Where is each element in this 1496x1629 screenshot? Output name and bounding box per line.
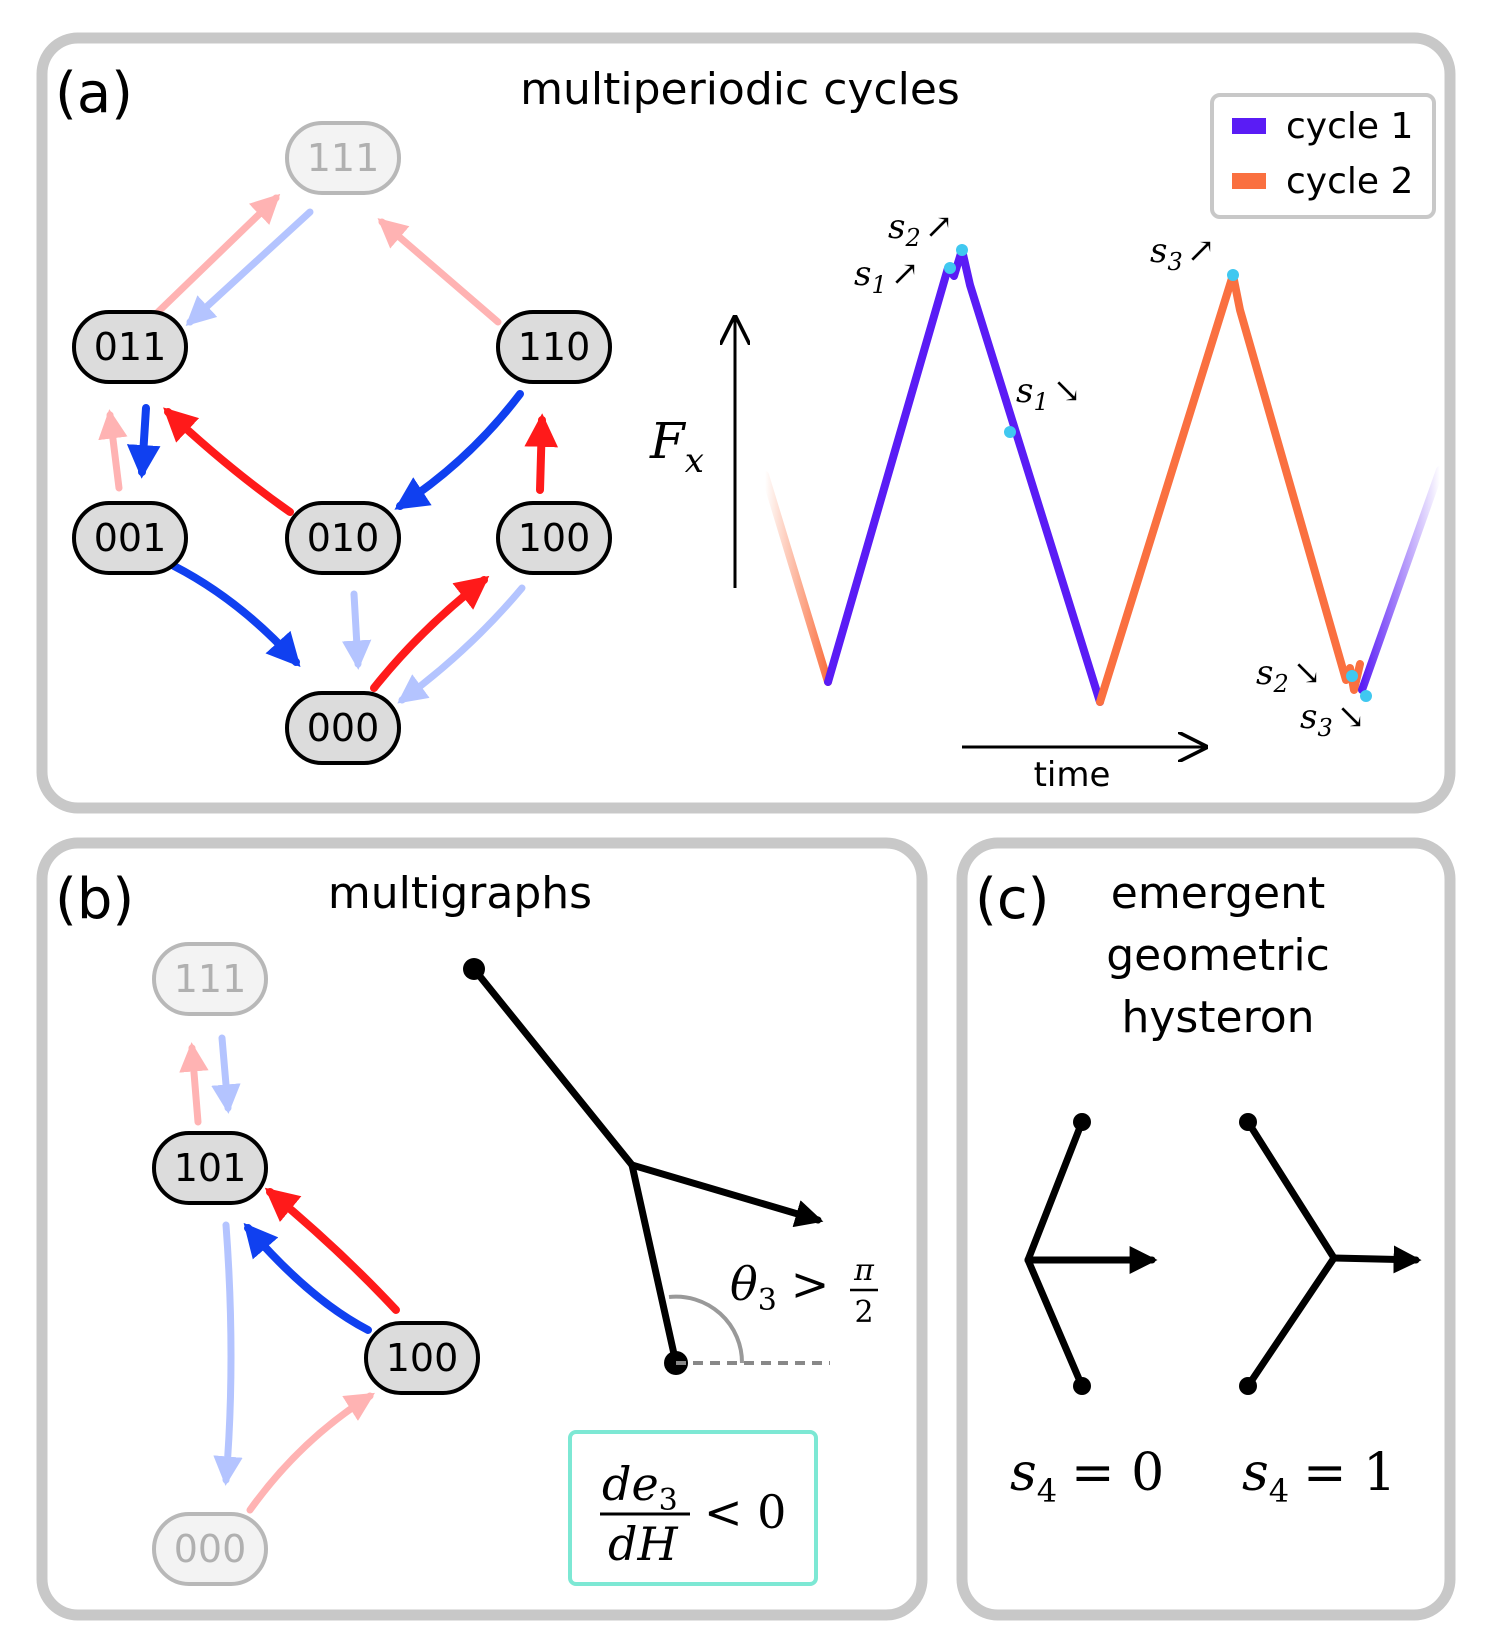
panel-c-title-line-3: hysteron xyxy=(1121,992,1314,1043)
edge-011-111 xyxy=(154,193,281,316)
point-s1-up xyxy=(944,262,956,274)
panel-b: (b) multigraphs 111 101 100 000 xyxy=(36,837,928,1621)
edge-111-011 xyxy=(185,208,314,326)
edge-111-101 xyxy=(211,1034,241,1114)
panel-c-label: (c) xyxy=(975,867,1049,932)
state-node-011: 011 xyxy=(72,310,188,384)
svg-text:100: 100 xyxy=(386,1336,459,1380)
point-s3-down xyxy=(1360,690,1372,702)
svg-text:111: 111 xyxy=(174,957,247,1001)
svg-text:000: 000 xyxy=(174,1527,247,1571)
point-s1-down xyxy=(1004,426,1016,438)
panel-c-frame xyxy=(956,837,1456,1621)
panel-c-title-line-1: emergent xyxy=(1111,868,1325,919)
legend-frame xyxy=(1210,93,1436,219)
state-node-111: 111 xyxy=(285,121,401,195)
edge-000-100 xyxy=(246,1392,375,1514)
svg-text:000: 000 xyxy=(307,706,380,750)
state-label-1: s4= 1 xyxy=(1242,1443,1396,1510)
trace-segment-fade-out xyxy=(1358,466,1444,694)
point-s3-up xyxy=(1227,269,1239,281)
annotation-s1-up: s1↗ xyxy=(854,254,919,299)
panel-c: (c) emergent geometric hysteron s4= 0 s4… xyxy=(956,837,1456,1621)
edge-011-001 xyxy=(126,404,161,479)
svg-text:dH: dH xyxy=(608,1517,678,1571)
edge-110-010 xyxy=(394,390,524,510)
legend-swatch-cycle-2 xyxy=(1232,173,1266,189)
state-node-001: 001 xyxy=(72,501,188,575)
trace-cycle-1 xyxy=(824,246,1104,706)
bond-lower xyxy=(628,1161,680,1367)
derivative-box xyxy=(568,1430,818,1586)
svg-text:de3: de3 xyxy=(602,1457,678,1518)
panel-c-title-line-2: geometric xyxy=(1106,930,1330,981)
svg-text:100: 100 xyxy=(518,516,591,560)
point-s2-up xyxy=(956,244,968,256)
state-node-b-000: 000 xyxy=(152,1512,268,1586)
svg-text:π: π xyxy=(853,1253,875,1288)
legend-swatch-cycle-1 xyxy=(1232,118,1266,134)
panel-b-frame xyxy=(36,837,928,1621)
junction-sketch xyxy=(463,958,830,1375)
bond-upper xyxy=(470,965,636,1169)
state-node-100: 100 xyxy=(496,501,612,575)
legend: cycle 1 cycle 2 xyxy=(1210,93,1436,219)
trace-segment-fade-in xyxy=(761,471,832,686)
derivative-condition: de3 dH < 0 xyxy=(568,1430,818,1586)
svg-text:110: 110 xyxy=(518,325,591,369)
state-node-010: 010 xyxy=(285,501,401,575)
svg-text:2: 2 xyxy=(854,1295,873,1330)
time-axis-label: time xyxy=(1034,755,1111,795)
edge-000-100 xyxy=(370,575,490,692)
svg-text:010: 010 xyxy=(307,516,380,560)
annotation-s2-down: s2↘ xyxy=(1256,653,1321,698)
panel-a-label: (a) xyxy=(55,61,133,126)
annotation-s3-down: s3↘ xyxy=(1300,697,1365,742)
legend-label-cycle-1: cycle 1 xyxy=(1286,106,1413,147)
svg-text:< 0: < 0 xyxy=(704,1485,786,1539)
panel-a: (a) multiperiodic cycles 111 011 xyxy=(36,32,1456,814)
edge-101-111 xyxy=(179,1042,209,1126)
legend-label-cycle-2: cycle 2 xyxy=(1286,161,1413,202)
angle-arc xyxy=(668,1294,745,1364)
hysteron-state-1 xyxy=(1239,1113,1422,1395)
edge-100-101-blue xyxy=(243,1222,372,1334)
svg-text:θ3>: θ3> xyxy=(730,1257,829,1318)
panel-b-title: multigraphs xyxy=(328,868,592,919)
node-dot-upper xyxy=(463,958,485,980)
edge-100-000 xyxy=(397,584,526,704)
angle-condition: θ3> π 2 xyxy=(730,1253,878,1330)
state-node-b-101: 101 xyxy=(152,1131,268,1205)
state-node-b-111: 111 xyxy=(152,942,268,1016)
edge-100-101-red xyxy=(264,1187,400,1314)
state-node-b-100: 100 xyxy=(364,1321,480,1395)
edge-010-000 xyxy=(341,590,372,670)
edge-001-000 xyxy=(170,562,301,667)
force-axis-label: Fx xyxy=(649,412,704,481)
state-label-0: s4= 0 xyxy=(1010,1443,1164,1510)
edge-100-110 xyxy=(524,413,559,494)
svg-text:011: 011 xyxy=(94,325,167,369)
hysteron-state-0 xyxy=(1024,1113,1158,1395)
panel-b-label: (b) xyxy=(55,867,134,932)
svg-text:111: 111 xyxy=(307,136,380,180)
point-s2-down xyxy=(1346,670,1358,682)
force-arrow-b xyxy=(628,1161,824,1228)
annotation-s3-up: s3↗ xyxy=(1150,231,1215,276)
edge-001-011 xyxy=(98,409,128,492)
state-node-110: 110 xyxy=(496,310,612,384)
panel-a-title: multiperiodic cycles xyxy=(520,64,960,115)
edge-101-000 xyxy=(213,1221,243,1486)
transition-edges-a xyxy=(98,193,559,704)
svg-text:001: 001 xyxy=(94,516,167,560)
switch-points xyxy=(944,244,1372,702)
edge-110-111 xyxy=(377,218,502,326)
svg-text:101: 101 xyxy=(174,1146,247,1190)
transition-edges-b xyxy=(179,1034,400,1514)
edge-010-011 xyxy=(163,407,294,516)
state-node-000: 000 xyxy=(285,691,401,765)
annotation-s1-down: s1↘ xyxy=(1016,371,1081,416)
annotation-s2-up: s2↗ xyxy=(888,207,953,252)
